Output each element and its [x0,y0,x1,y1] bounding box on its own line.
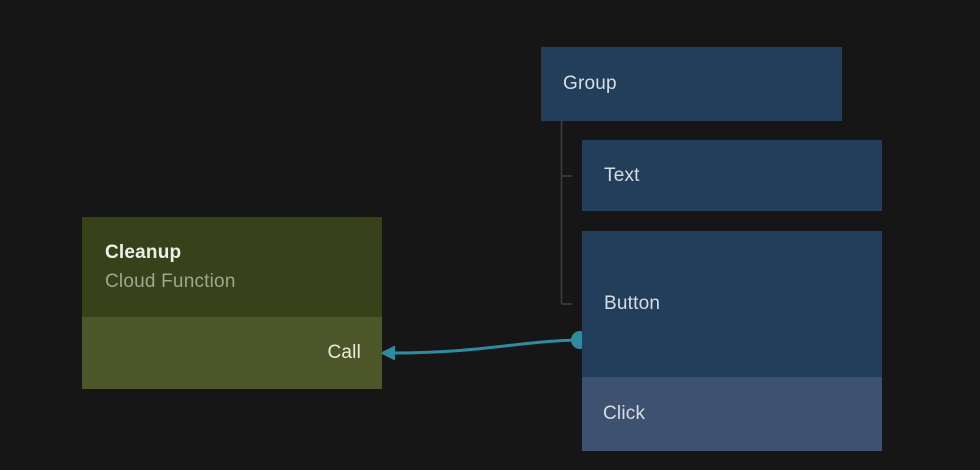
tree-connector-lines [560,121,572,305]
button-click-event-row[interactable]: Click [582,377,882,451]
node-text-label: Text [604,164,640,186]
cleanup-subtitle: Cloud Function [105,271,236,292]
edge-arrowhead-icon [380,345,395,361]
edge-click-to-call[interactable] [393,338,579,355]
cleanup-header: Cleanup Cloud Function [82,217,382,317]
node-button-label: Button [582,231,882,377]
cleanup-call-action-row[interactable]: Call [82,317,382,389]
node-group[interactable]: Group [541,47,842,121]
node-text[interactable]: Text [582,140,882,211]
cleanup-title: Cleanup [105,242,182,263]
node-cleanup[interactable]: Cleanup Cloud Function Call [82,217,382,389]
node-group-label: Group [563,73,617,94]
cleanup-call-label: Call [327,342,361,363]
node-button[interactable]: Button Click [582,231,882,451]
button-click-event-label: Click [603,403,646,424]
